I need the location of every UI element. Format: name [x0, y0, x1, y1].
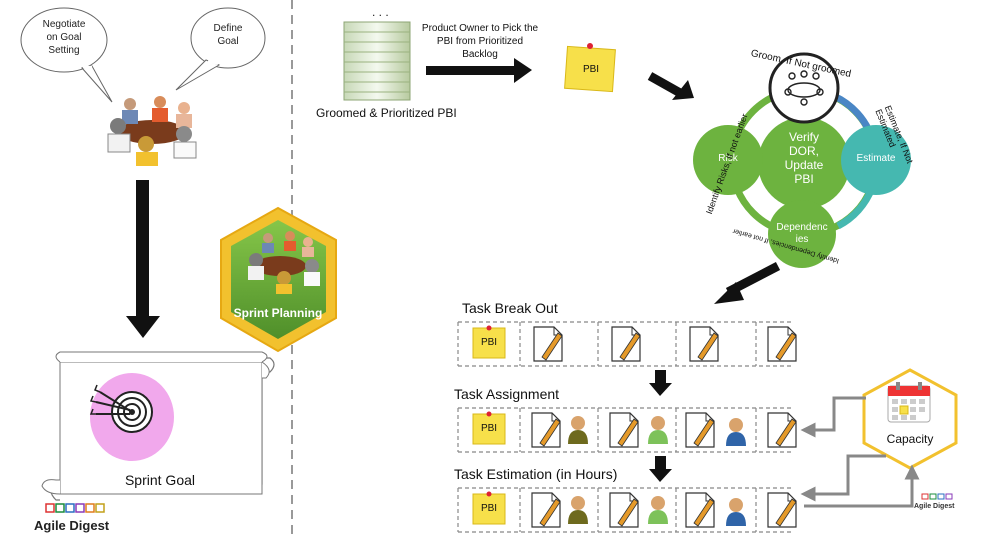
capacity-to-estimation-connector: [800, 454, 886, 502]
team-member-icon: [568, 496, 588, 524]
pbi-row-label: PBI: [480, 503, 498, 514]
risk-label: Risk: [718, 153, 738, 164]
task-document-icon: [685, 492, 715, 528]
estimate-label: Estimate: [856, 153, 896, 164]
arrow-down-body: [136, 180, 149, 316]
task-estimation-title: Task Estimation (in Hours): [454, 466, 618, 482]
arrow-diagonal-top: [647, 72, 685, 98]
agile-digest-logo-icon: [45, 503, 105, 513]
pbi-sticky-note-top: [564, 43, 616, 93]
bubble-negotiate: [20, 7, 113, 103]
team-member-icon: [568, 416, 588, 444]
target-icon: [89, 384, 153, 433]
pbi-top-label: PBI: [582, 64, 600, 75]
backlog-stack-icon: . . .: [343, 5, 411, 101]
task-document-icon: [685, 412, 715, 448]
task-document-icon: [531, 492, 561, 528]
calendar-icon: [887, 382, 931, 423]
task-document-icon: [767, 412, 797, 448]
arrow-right-body: [426, 66, 516, 75]
svg-text:. . .: . . .: [372, 5, 389, 19]
pbi-row-label: PBI: [480, 337, 498, 348]
pbi-sticky-note: [472, 413, 506, 445]
groom-node: [768, 52, 840, 124]
pbi-sticky-note: [472, 493, 506, 525]
capacity-to-assignment-connector: [800, 396, 866, 438]
task-document-icon: [767, 326, 797, 362]
agile-digest-small-logo-icon: [921, 493, 953, 500]
task-breakout-title: Task Break Out: [462, 300, 558, 316]
task-document-icon: [767, 492, 797, 528]
task-document-icon: [533, 326, 563, 362]
agile-digest-brand: Agile Digest: [34, 518, 110, 533]
sprint-goal-label: Sprint Goal: [124, 472, 196, 488]
estimate-node: [841, 125, 911, 195]
task-assignment-title: Task Assignment: [454, 386, 560, 402]
task-document-icon: [611, 326, 641, 362]
estimation-to-capacity-connector: [804, 464, 920, 508]
team-member-icon: [726, 418, 746, 446]
arrow-down-row1: [655, 370, 666, 384]
task-rows: [457, 321, 797, 533]
capacity-label: Capacity: [886, 432, 934, 446]
center-node: [758, 117, 850, 209]
team-meeting-icon: [107, 96, 197, 166]
task-document-icon: [689, 326, 719, 362]
pbi-row-label: PBI: [480, 423, 498, 434]
bubble-define-goal: [175, 7, 266, 91]
agile-digest-small-brand: Agile Digest: [914, 503, 955, 510]
task-document-icon: [609, 492, 639, 528]
arrow-down-head: [126, 316, 160, 338]
team-member-icon: [648, 416, 668, 444]
risk-node: [693, 125, 763, 195]
arrow-down-row2: [655, 456, 666, 470]
sprint-planning-label: Sprint Planning: [233, 306, 323, 320]
capacity-hexagon: [862, 368, 958, 470]
groom-meeting-icon: [784, 70, 824, 106]
sprint-planning-hexagon: [220, 206, 337, 353]
arrow-right-head: [514, 58, 532, 83]
task-document-icon: [531, 412, 561, 448]
refinement-cycle: [693, 52, 911, 268]
task-document-icon: [609, 412, 639, 448]
dependencies-node: [768, 200, 836, 268]
sprint-goal-scroll: [41, 351, 275, 501]
team-member-icon: [648, 496, 668, 524]
team-member-icon: [726, 498, 746, 526]
backlog-label: Groomed & Prioritized PBI: [316, 106, 457, 120]
